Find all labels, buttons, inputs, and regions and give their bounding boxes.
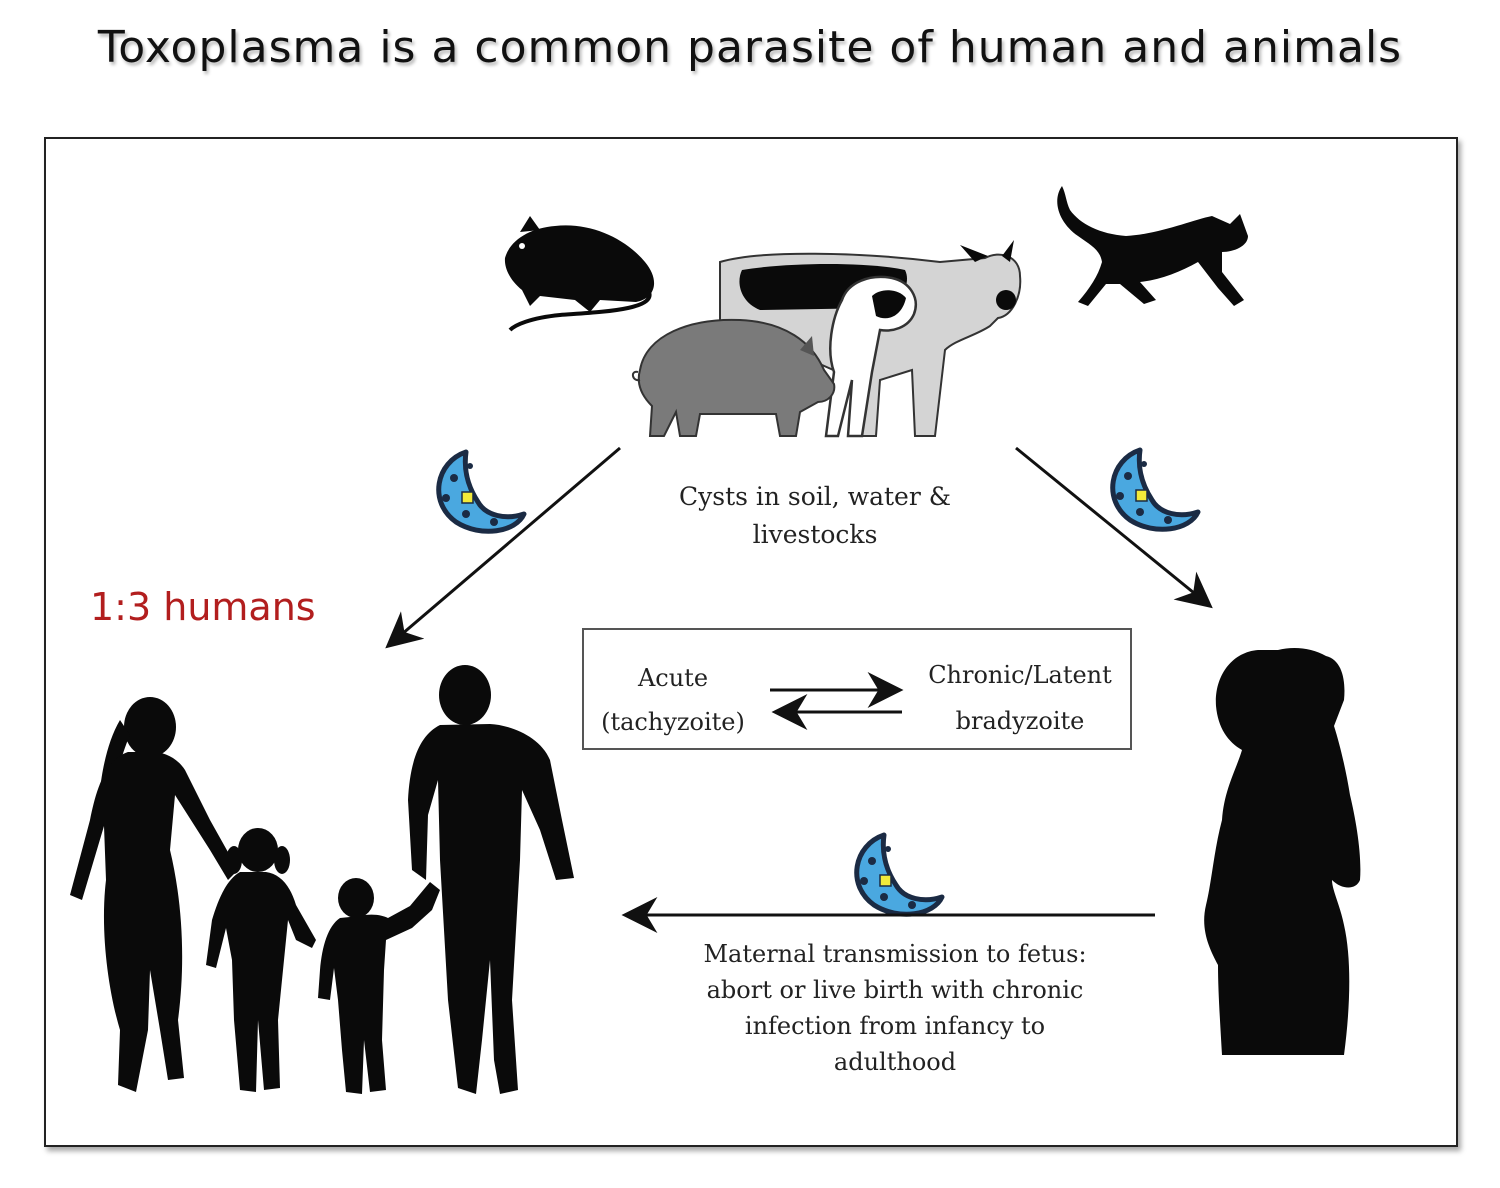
arrow-to-pregnant-woman [1015, 446, 1213, 609]
chronic-stage-line: bradyzoite [955, 707, 1085, 735]
infection-stage-box [582, 628, 1132, 750]
arrow-to-humans [385, 446, 621, 649]
sheep-icon [824, 275, 917, 438]
parasite-icon [1113, 450, 1198, 529]
parasite-icon [857, 835, 942, 914]
parasite-icon [439, 452, 524, 531]
cat-icon [1057, 186, 1248, 306]
acute-stage-line: Acute [637, 664, 709, 692]
maternal-line: infection from infancy to [744, 1012, 1046, 1040]
rat-icon [504, 216, 655, 332]
human-ratio-label: 1:3 humans [90, 585, 316, 629]
chronic-stage-label: Chronic/Latent bradyzoite [905, 652, 1135, 744]
acute-stage-label: Acute (tachyzoite) [588, 656, 758, 744]
pig-icon [632, 318, 836, 437]
cysts-label: Cysts in soil, water & livestocks [640, 478, 990, 554]
maternal-line: adulthood [833, 1048, 957, 1076]
diagram-title: Toxoplasma is a common parasite of human… [97, 22, 1403, 73]
cysts-label-line: Cysts in soil, water & [678, 482, 951, 511]
maternal-line: Maternal transmission to fetus: [703, 940, 1087, 968]
maternal-line: abort or live birth with chronic [706, 976, 1084, 1004]
maternal-transmission-label: Maternal transmission to fetus: abort or… [640, 936, 1150, 1080]
chronic-stage-line: Chronic/Latent [928, 661, 1112, 689]
cysts-label-line: livestocks [752, 520, 878, 549]
family-silhouette [70, 665, 574, 1094]
pregnant-woman-silhouette [1204, 648, 1361, 1055]
acute-stage-line: (tachyzoite) [601, 708, 745, 736]
